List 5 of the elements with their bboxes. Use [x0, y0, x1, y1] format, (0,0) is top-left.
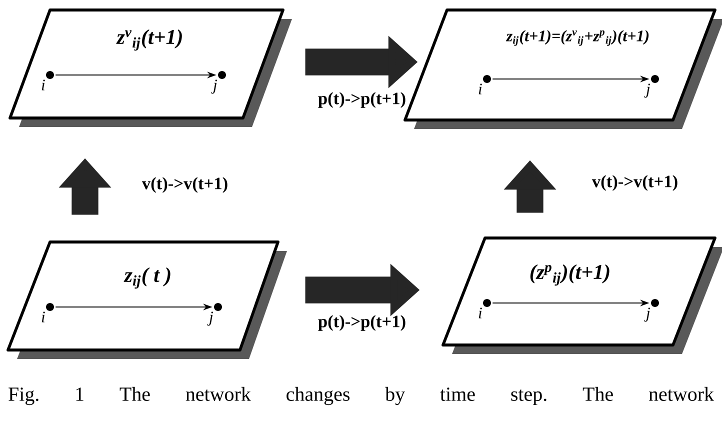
- edge-label: p(t)->p(t+1): [318, 315, 406, 331]
- edge-label: v(t)->v(t+1): [142, 177, 228, 193]
- caption: Fig. 1 The network changes by time step. The network: [8, 386, 714, 406]
- edge-label: p(t)->p(t+1): [318, 92, 406, 108]
- edge-label: v(t)->v(t+1): [592, 175, 678, 191]
